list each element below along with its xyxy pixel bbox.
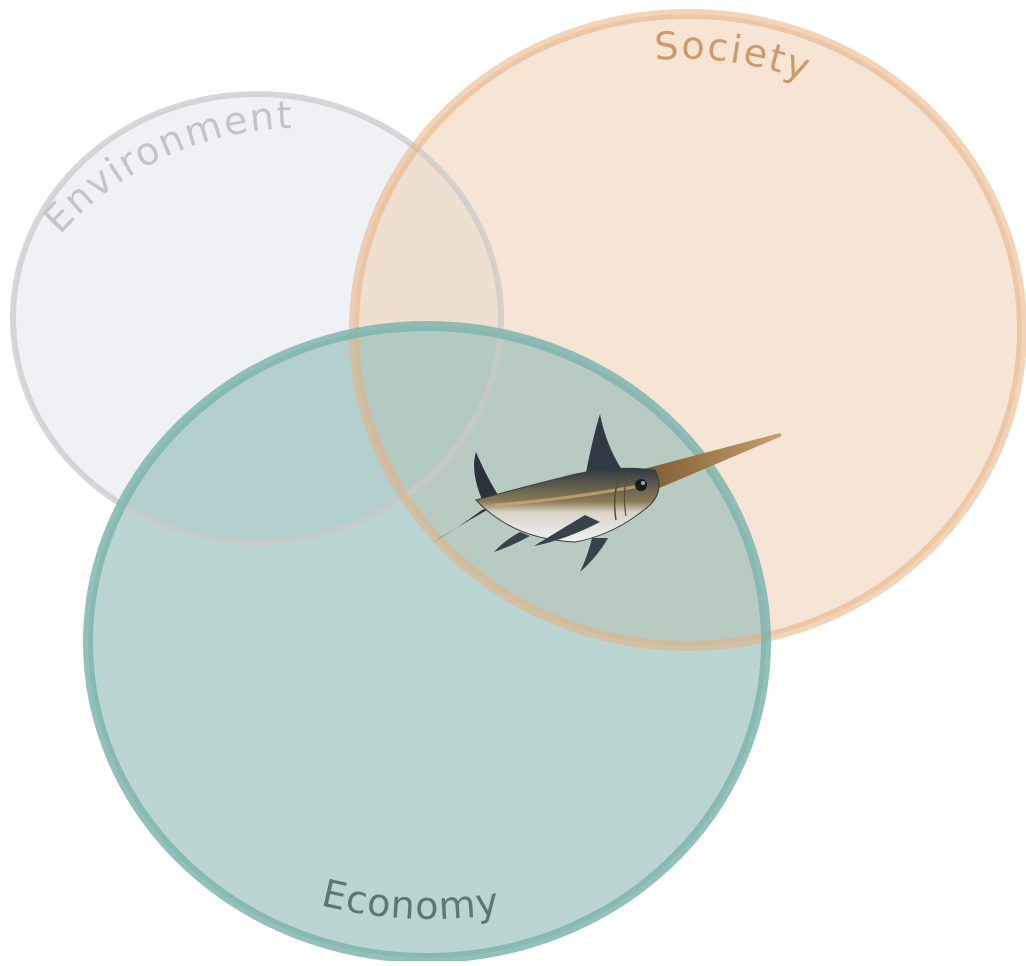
economy-circle-outline (83, 321, 771, 963)
environment-circle-outline (10, 91, 504, 545)
swordfish-icon (430, 414, 782, 572)
